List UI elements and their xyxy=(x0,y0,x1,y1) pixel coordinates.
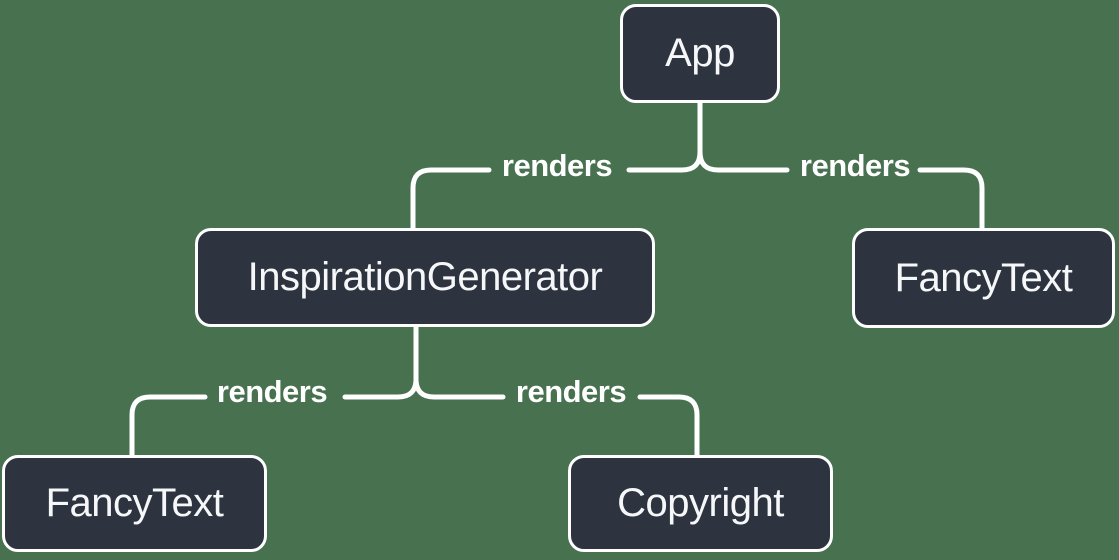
edge-app-to-fancytext-drop xyxy=(917,167,985,231)
node-app: App xyxy=(620,4,780,103)
edge-inspiration-to-fancytext-line xyxy=(342,324,419,400)
edge-inspiration-to-copyright-line xyxy=(413,324,506,400)
edge-label-inspiration-copyright: renders xyxy=(515,374,627,409)
node-fancy-text-top-label: FancyText xyxy=(894,255,1073,300)
node-inspiration-generator: InspirationGenerator xyxy=(195,228,655,327)
node-copyright-label: Copyright xyxy=(617,481,784,525)
node-app-label: App xyxy=(665,31,735,75)
edge-app-to-inspiration-drop xyxy=(410,167,492,231)
edge-inspiration-to-fancytext-drop xyxy=(129,394,208,458)
node-fancy-text-bottom: FancyText xyxy=(2,455,267,552)
edge-app-to-inspiration-line xyxy=(626,100,703,173)
edge-label-inspiration-fancytext: renders xyxy=(216,374,328,409)
edge-label-app-inspiration: renders xyxy=(501,148,613,183)
edge-inspiration-to-copyright-drop xyxy=(637,394,700,458)
node-inspiration-generator-label: InspirationGenerator xyxy=(247,255,603,299)
edge-app-to-fancytext-line xyxy=(697,100,790,173)
edge-label-app-fancytext: renders xyxy=(799,148,911,183)
node-fancy-text-bottom-label: FancyText xyxy=(45,481,224,525)
node-copyright: Copyright xyxy=(568,455,833,552)
node-fancy-text-top: FancyText xyxy=(852,228,1115,328)
